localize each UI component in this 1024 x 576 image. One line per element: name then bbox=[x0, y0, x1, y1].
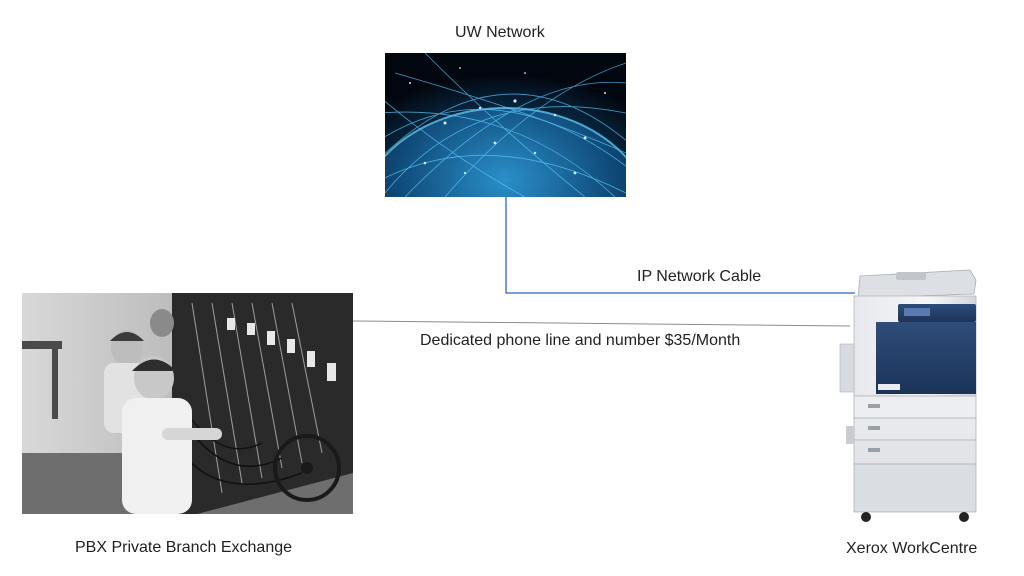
dedicated-phone-line bbox=[352, 320, 851, 327]
uw-network-label: UW Network bbox=[455, 24, 545, 41]
ip-network-cable-label: IP Network Cable bbox=[637, 268, 762, 285]
phone-line-label: Dedicated phone line and number $35/Mont… bbox=[420, 332, 741, 349]
pbx-label: PBX Private Branch Exchange bbox=[75, 539, 293, 556]
xerox-label: Xerox WorkCentre bbox=[846, 540, 978, 557]
xerox-workcentre-image bbox=[838, 266, 980, 524]
ip-network-cable-line bbox=[505, 197, 855, 294]
pbx-switchboard-photo bbox=[22, 293, 353, 514]
uw-network-globe-image bbox=[385, 53, 626, 197]
